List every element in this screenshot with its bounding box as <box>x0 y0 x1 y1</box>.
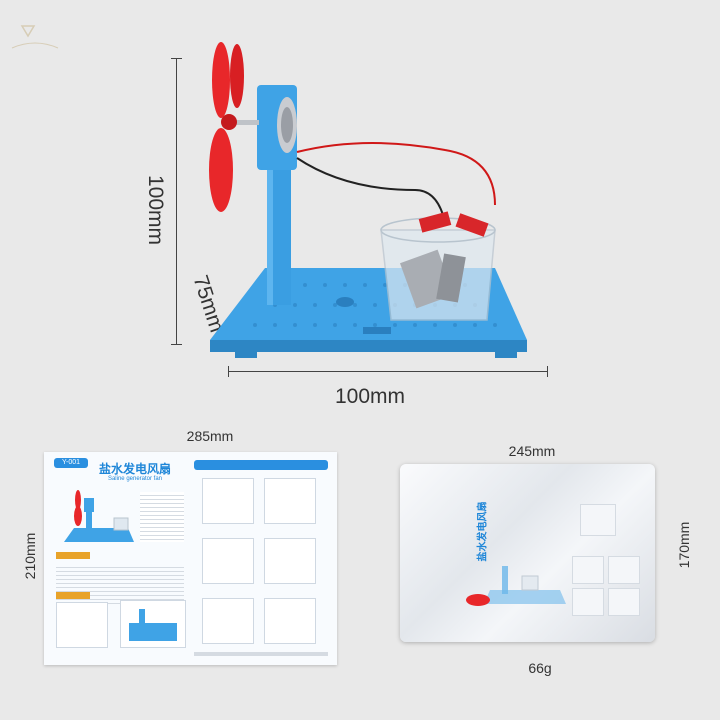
height-dimension-tick-top <box>171 58 182 59</box>
sheet-step <box>202 478 254 524</box>
sheet-tag-text: Y-001 <box>61 459 81 466</box>
sheet-section-label <box>56 552 90 559</box>
sheet-text-block <box>140 492 184 542</box>
sheet-step <box>264 478 316 524</box>
sheet-height-label: 210mm <box>22 532 38 580</box>
width-dimension-tick-left <box>228 366 229 377</box>
sheet-model-illustration <box>58 488 136 548</box>
package-step <box>608 556 640 584</box>
width-dimension-tick-right <box>547 366 548 377</box>
package-height-label: 170mm <box>676 521 692 569</box>
width-dimension-line <box>228 371 548 372</box>
sheet-section-label <box>56 592 90 599</box>
instruction-sheet: Y-001 盐水发电风扇 Saline generator fan <box>44 452 337 665</box>
package-weight-label: 66g <box>528 660 552 676</box>
package-step <box>572 588 604 616</box>
package-step <box>608 588 640 616</box>
sheet-step <box>202 598 254 644</box>
sheet-parts-box <box>120 600 186 648</box>
height-dimension-tick-bottom <box>171 344 182 345</box>
saline-fan-model <box>195 40 540 370</box>
package-model-illustration <box>460 552 570 632</box>
sheet-step <box>264 598 316 644</box>
sheet-title: 盐水发电风扇 <box>98 462 171 476</box>
sheet-tag: Y-001 <box>54 458 88 468</box>
sheet-subtitle: Saline generator fan <box>107 476 163 482</box>
sheet-parts-box <box>56 602 108 648</box>
package-step <box>572 556 604 584</box>
package-bag: 盐水发电风扇 <box>400 464 655 642</box>
sheet-step <box>264 538 316 584</box>
package-step <box>580 504 616 536</box>
height-dimension-line <box>176 58 177 345</box>
brand-logo <box>4 18 66 64</box>
width-label: 100mm <box>334 385 406 408</box>
package-width-label: 245mm <box>508 443 556 459</box>
height-label: 100mm <box>144 174 167 246</box>
sheet-step <box>202 538 254 584</box>
sheet-footer-bar <box>194 652 328 656</box>
sheet-width-label: 285mm <box>186 428 234 444</box>
sheet-steps-header <box>194 460 328 470</box>
